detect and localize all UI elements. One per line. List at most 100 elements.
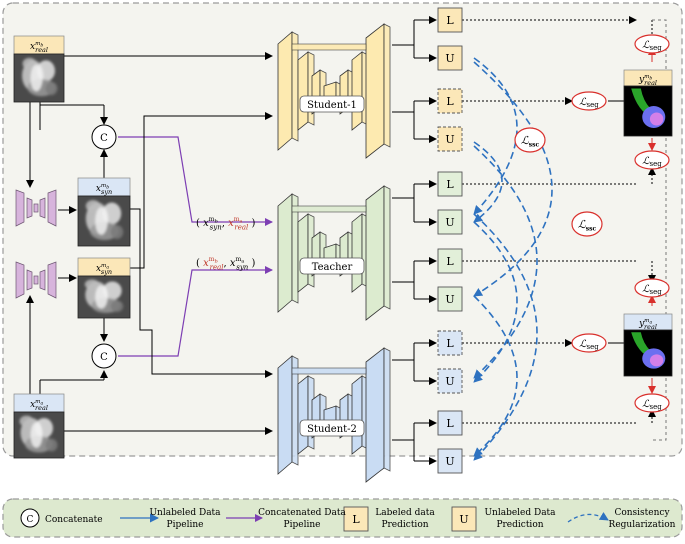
math-superscript-index: a (649, 320, 652, 325)
loss-subscript: seg (649, 403, 662, 411)
prediction-box (437, 7, 463, 33)
prediction-label: L (446, 95, 454, 108)
prediction-label: U (445, 293, 454, 306)
pair-a-sup: m (209, 216, 215, 223)
loss-oval (634, 278, 670, 298)
small-net-block (15, 261, 25, 299)
tissue-region (110, 225, 124, 239)
encoder-block (277, 355, 293, 475)
loss-symbol: ℒ (579, 339, 587, 350)
loss-ssc-text: ℒssc (578, 218, 597, 233)
image-real-b (13, 53, 65, 103)
legend-concat-pipeline-1: Concatenated Data (258, 508, 346, 518)
math-subscript: real (644, 79, 657, 87)
pair-b-sup: m (236, 256, 242, 263)
teacher-pred-u: U (437, 209, 463, 235)
math-superscript: m (644, 318, 649, 324)
teacher-pred-u-2: U (437, 286, 463, 312)
concat1-to-teacher (118, 136, 273, 226)
prediction-box (437, 88, 463, 114)
math-subscript: syn (101, 188, 112, 196)
small-net-block (26, 197, 33, 219)
loss-seg-4: ℒseg (634, 278, 670, 298)
student2-pred-u: U (437, 448, 463, 474)
pair-a-base: x (203, 218, 209, 229)
student1-network: Student-1 (277, 23, 391, 159)
loss-symbol: ℒ (642, 399, 650, 410)
block-side (383, 23, 391, 148)
loss-subscript: seg (586, 343, 599, 351)
pair-paren: ) (248, 258, 255, 269)
prediction-label: U (445, 216, 454, 229)
encoder-block (365, 347, 385, 483)
math-subscript: real (35, 46, 48, 54)
pair-b-supsub: a (241, 259, 244, 265)
image-syn-a (77, 275, 131, 319)
image-content (19, 415, 58, 453)
tissue-region (110, 300, 124, 313)
encoder-block (297, 51, 309, 131)
prediction-box (437, 410, 463, 436)
legend-labeled-pred-1: Labeled data (375, 508, 435, 518)
prediction-label: U (445, 375, 454, 388)
prediction-box (437, 248, 463, 274)
math-superscript-index: b (106, 184, 109, 190)
pair-a-sub: real (210, 264, 224, 272)
concat-circle (91, 343, 117, 369)
student1-pred-u: U (437, 45, 463, 71)
legend-concat-symbol: C (27, 515, 34, 525)
pair-b-sub: real (234, 224, 248, 232)
prediction-label: U (445, 455, 454, 468)
loss-symbol: ℒ (642, 284, 650, 295)
tissue-region (22, 57, 37, 70)
legend-unlabeled-pipeline-2: Pipeline (167, 520, 204, 530)
math-superscript: m (35, 41, 40, 47)
legend-labeled-pred-2: Prediction (381, 520, 428, 530)
concat-symbol: C (100, 352, 108, 363)
pair-a-base: x (203, 258, 209, 269)
ssc-curve-4 (473, 145, 538, 379)
small-net-block (15, 189, 25, 227)
syn-a-to-student1 (130, 112, 273, 269)
math-superscript-index: a (40, 401, 43, 406)
encoder-block (351, 375, 363, 455)
loss-symbol: ℒ (578, 218, 587, 231)
student2-pred-u-syn: U (437, 368, 463, 394)
encoder-block (277, 31, 293, 151)
small-net-block (47, 189, 57, 227)
encoder-block (277, 193, 293, 313)
loss-symbol: ℒ (579, 97, 587, 108)
loss-subscript: seg (649, 160, 662, 168)
generator-net-2 (15, 261, 57, 299)
small-net-block (33, 275, 39, 285)
loss-subscript: seg (649, 288, 662, 296)
student1-pred-l: L (437, 7, 463, 33)
concat2-to-teacher (118, 266, 273, 357)
concat-symbol: C (100, 133, 108, 144)
prediction-label: L (352, 513, 360, 526)
image-content (22, 57, 58, 97)
small-net-block (26, 269, 33, 291)
skip-connection (291, 367, 367, 375)
math-superscript-index: b (649, 75, 652, 81)
pair-paren: ) (248, 218, 255, 229)
tissue-region (102, 281, 122, 300)
network-label: Student-1 (307, 100, 357, 111)
block-side (291, 31, 299, 142)
pair-b-supsub: a (239, 219, 242, 225)
loss-seg-text: ℒseg (642, 399, 662, 411)
math-subscript: real (35, 404, 48, 412)
block-side (291, 355, 299, 466)
prediction-box (451, 506, 477, 532)
pair-b-sub: syn (236, 264, 249, 272)
gt-top-segmentation (623, 85, 673, 137)
tissue-highlight (95, 285, 108, 309)
loss-seg-text: ℒseg (579, 339, 599, 351)
encoder-block (297, 375, 309, 455)
tissue-region (45, 438, 58, 452)
tissue-region (19, 415, 34, 427)
image-real-a (13, 411, 65, 459)
math-superscript: m (101, 263, 106, 269)
